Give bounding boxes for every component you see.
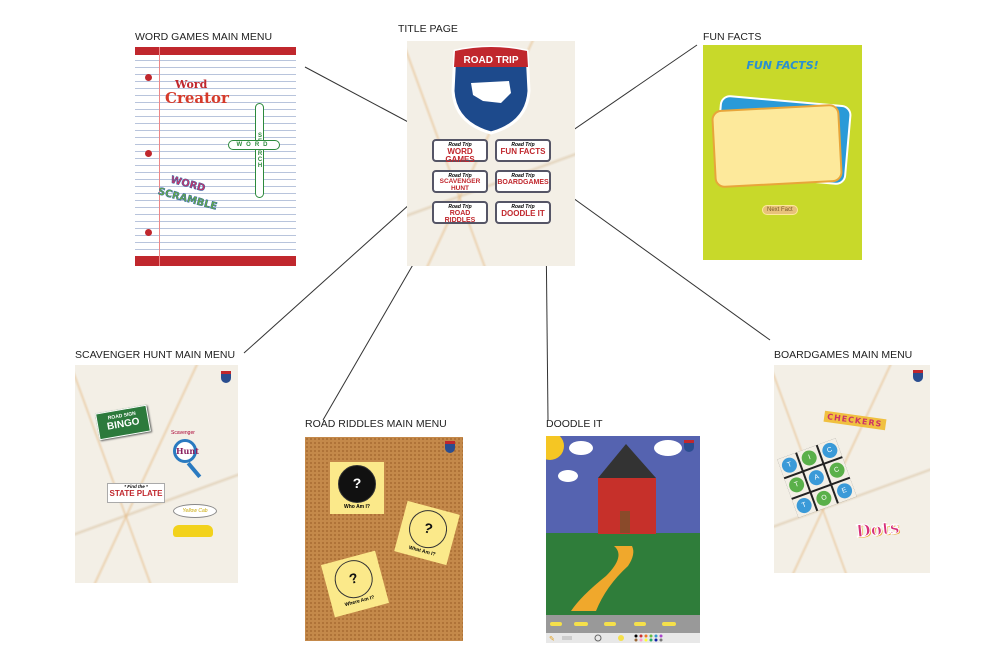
interstate-icon[interactable]	[221, 371, 231, 383]
current-color-icon	[618, 635, 624, 641]
screen-doodle-it[interactable]: ✎	[546, 436, 700, 643]
pencil-icon: ✎	[549, 636, 555, 643]
interstate-icon[interactable]	[684, 440, 694, 452]
yellow-cab-button[interactable]	[173, 525, 213, 537]
screen-boardgames[interactable]: CHECKERS T I C T A C T O E Dots	[774, 365, 930, 573]
checkers-button[interactable]: CHECKERS	[823, 410, 886, 431]
eraser-icon	[562, 636, 572, 640]
state-plate-button[interactable]: * Find the *STATE PLATE	[107, 483, 165, 503]
label-fun-facts: FUN FACTS	[703, 31, 762, 43]
label-title-page: TITLE PAGE	[398, 23, 458, 35]
label-scavenger-hunt: SCAVENGER HUNT MAIN MENU	[75, 349, 236, 361]
dots-button[interactable]: Dots	[855, 517, 901, 543]
riddle-note-where[interactable]: ?Where Am I?	[320, 550, 390, 618]
brush-size-icon	[594, 634, 602, 642]
screen-word-games[interactable]: Word Creator SEARCH WORD WORD SCRAMBLE	[135, 47, 296, 266]
svg-text:ROAD TRIP: ROAD TRIP	[464, 55, 519, 66]
interstate-icon[interactable]	[445, 441, 455, 453]
label-boardgames: BOARDGAMES MAIN MENU	[774, 349, 913, 361]
riddle-note-what[interactable]: ?What Am I?	[394, 500, 460, 566]
label-road-riddles: ROAD RIDDLES MAIN MENU	[305, 418, 447, 430]
label-doodle-it: DOODLE IT	[546, 418, 603, 430]
fact-card	[711, 103, 843, 189]
color-palette	[634, 634, 663, 642]
interstate-icon[interactable]	[913, 370, 923, 382]
next-fact-button[interactable]: Next Fact	[762, 205, 798, 215]
road-trip-shield-logo: ROAD TRIP	[451, 45, 531, 135]
label-word-games: WORD GAMES MAIN MENU	[135, 31, 273, 43]
scavenger-hunt-button[interactable]: Hunt	[173, 439, 199, 463]
doodle-canvas[interactable]: ✎	[546, 436, 700, 643]
screen-road-riddles[interactable]: ?Who Am I? ?What Am I? ?Where Am I?	[305, 437, 463, 641]
riddle-note-who[interactable]: ?Who Am I?	[330, 462, 384, 514]
screen-fun-facts[interactable]: FUN FACTS! Next Fact	[703, 45, 862, 260]
tic-tac-toe-button[interactable]: T I C T A C T O E	[777, 438, 857, 518]
